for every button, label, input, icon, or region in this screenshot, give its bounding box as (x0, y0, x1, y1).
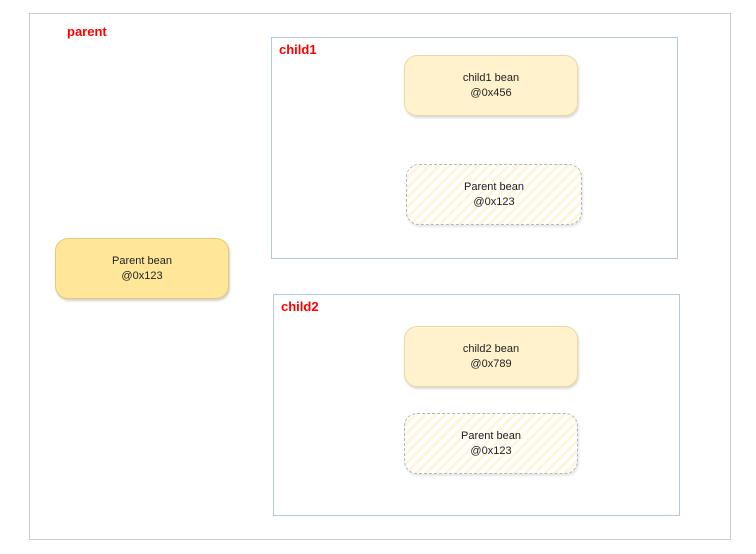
child2-bean-box: child2 bean @0x789 (404, 326, 578, 387)
child1-bean-address: @0x456 (470, 86, 512, 99)
child1-parent-bean-reference: Parent bean @0x123 (406, 164, 582, 225)
child2-context-label: child2 (281, 299, 319, 314)
child1-parent-ref-name: Parent bean (464, 180, 524, 193)
child2-parent-ref-name: Parent bean (461, 429, 521, 442)
child1-context-label: child1 (279, 42, 317, 57)
child1-bean-name: child1 bean (462, 71, 520, 84)
child2-parent-bean-reference: Parent bean @0x123 (404, 413, 578, 474)
parent-bean-box: Parent bean @0x123 (55, 238, 229, 299)
parent-context-label: parent (67, 24, 107, 39)
child2-parent-ref-address: @0x123 (470, 444, 512, 457)
parent-bean-name: Parent bean (112, 254, 172, 267)
child1-bean-box: child1 bean @0x456 (404, 55, 578, 116)
child1-parent-ref-address: @0x123 (473, 195, 515, 208)
child2-bean-address: @0x789 (470, 357, 512, 370)
parent-bean-address: @0x123 (121, 269, 163, 282)
child2-bean-name: child2 bean (462, 342, 520, 355)
